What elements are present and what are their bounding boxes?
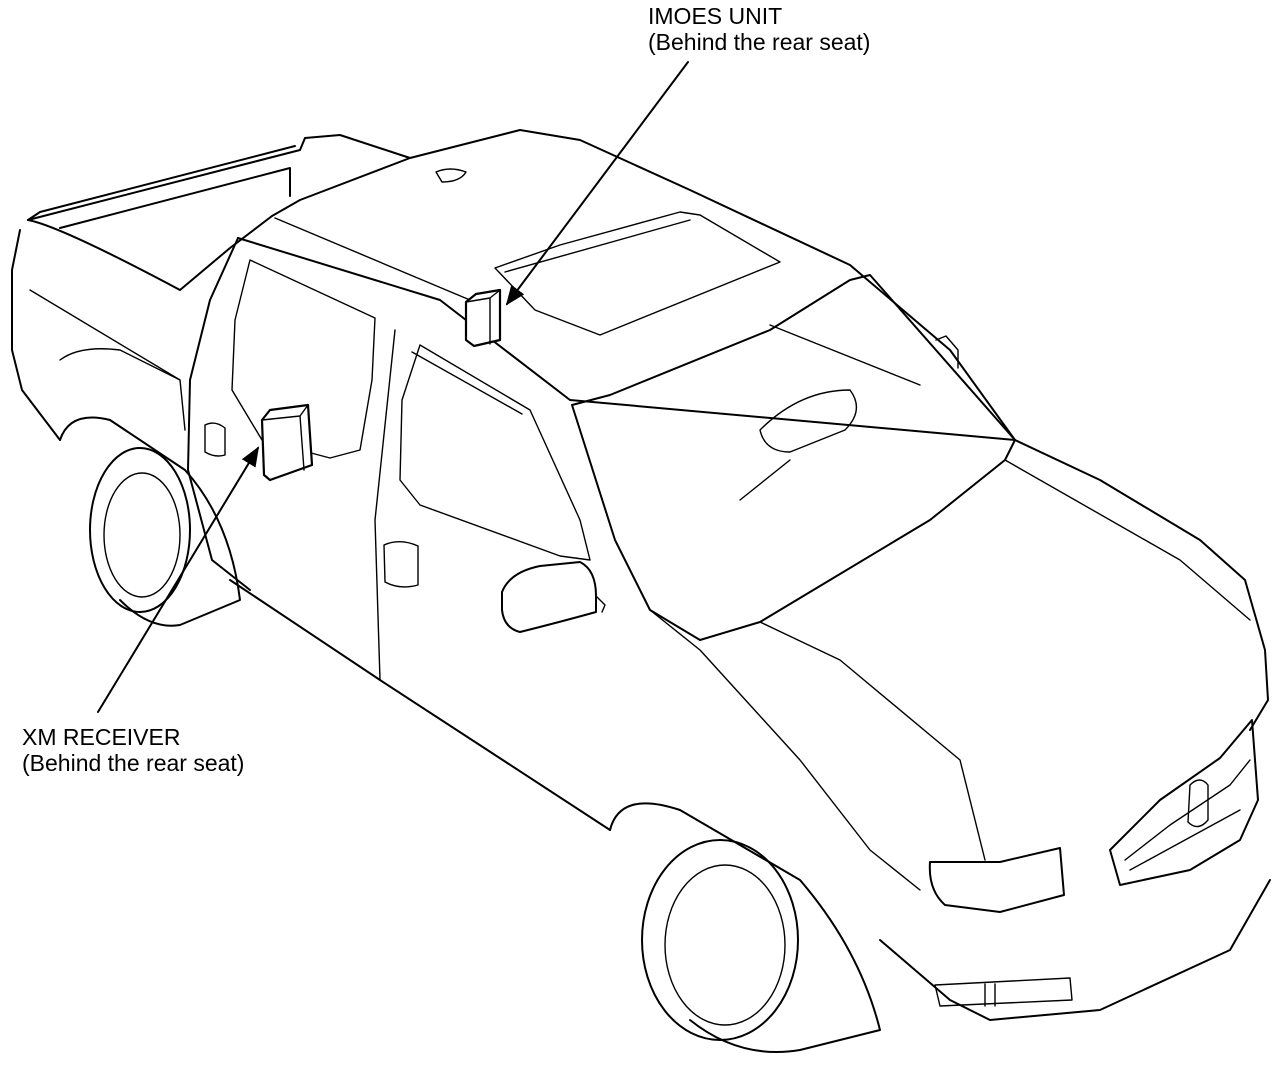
- front-grille: [1109, 719, 1259, 886]
- xm-receiver-title: XM RECEIVER: [22, 724, 181, 750]
- hood: [229, 439, 1269, 891]
- front-bumper: [879, 879, 1271, 1021]
- headlight: [928, 847, 1065, 913]
- cab-windows: [187, 237, 591, 681]
- side-mirror: [501, 561, 606, 633]
- imoes-unit-note: (Behind the rear seat): [648, 29, 871, 55]
- xm-receiver-label: XM RECEIVER (Behind the rear seat): [22, 724, 244, 776]
- imoes-leader-line: [505, 61, 689, 306]
- imoes-unit-box: [464, 288, 502, 348]
- xm-leader-line: [97, 446, 260, 713]
- rear-wheel: [59, 416, 241, 627]
- cab-roof: [237, 129, 1016, 441]
- windshield: [571, 274, 1016, 641]
- xm-receiver-note: (Behind the rear seat): [22, 750, 245, 776]
- imoes-unit-title: IMOES UNIT: [648, 3, 783, 29]
- imoes-unit-label: IMOES UNIT (Behind the rear seat): [648, 3, 870, 55]
- truck-bed: [11, 134, 411, 441]
- xm-receiver-box: [260, 403, 314, 482]
- front-wheel: [609, 802, 881, 1053]
